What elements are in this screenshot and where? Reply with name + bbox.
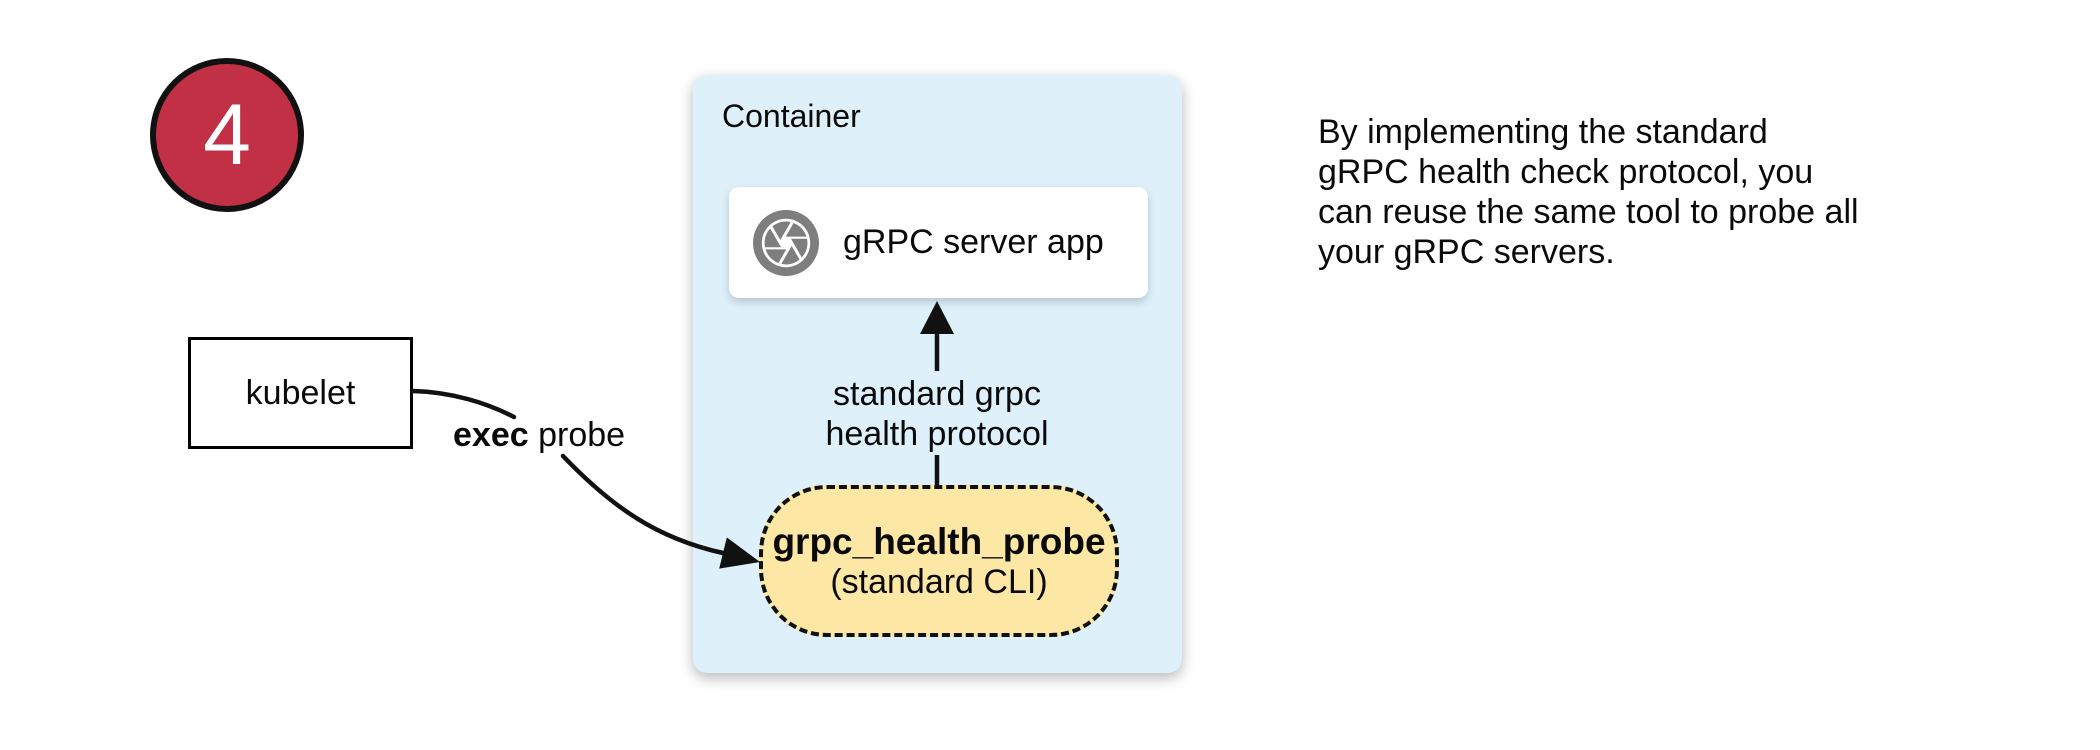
kubelet-label: kubelet	[245, 373, 356, 412]
note-line: can reuse the same tool to probe all	[1318, 193, 1859, 231]
grpc-health-probe-box: grpc_health_probe (standard CLI)	[759, 485, 1119, 637]
container-title: Container	[722, 98, 861, 134]
health-protocol-label: standard grpc health protocol	[787, 374, 1087, 454]
grpc-server-app-label: gRPC server app	[843, 223, 1104, 261]
grpc-health-probe-name: grpc_health_probe	[772, 521, 1106, 562]
note-line: your gRPC servers.	[1318, 233, 1615, 271]
health-protocol-label-line2: health protocol	[825, 415, 1049, 453]
note-paragraph: By implementing the standard gRPC health…	[1318, 112, 1859, 272]
grpc-health-probe-subtitle: (standard CLI)	[830, 563, 1048, 601]
exec-probe-label-rest: probe	[528, 416, 626, 454]
exec-probe-label: exec probe	[453, 415, 625, 455]
note-line: By implementing the standard	[1318, 113, 1768, 151]
container-box: Container gRPC server app standard grpc …	[693, 75, 1182, 673]
step-number: 4	[203, 87, 251, 183]
grpc-server-app-box: gRPC server app	[729, 187, 1148, 298]
note-line: gRPC health check protocol, you	[1318, 153, 1814, 191]
aperture-icon	[753, 209, 819, 276]
step-number-badge: 4	[150, 58, 304, 212]
health-protocol-label-line1: standard grpc	[833, 375, 1041, 413]
kubelet-box: kubelet	[188, 337, 413, 449]
exec-probe-arrow-segment1	[410, 388, 517, 420]
exec-probe-label-bold: exec	[453, 416, 529, 454]
